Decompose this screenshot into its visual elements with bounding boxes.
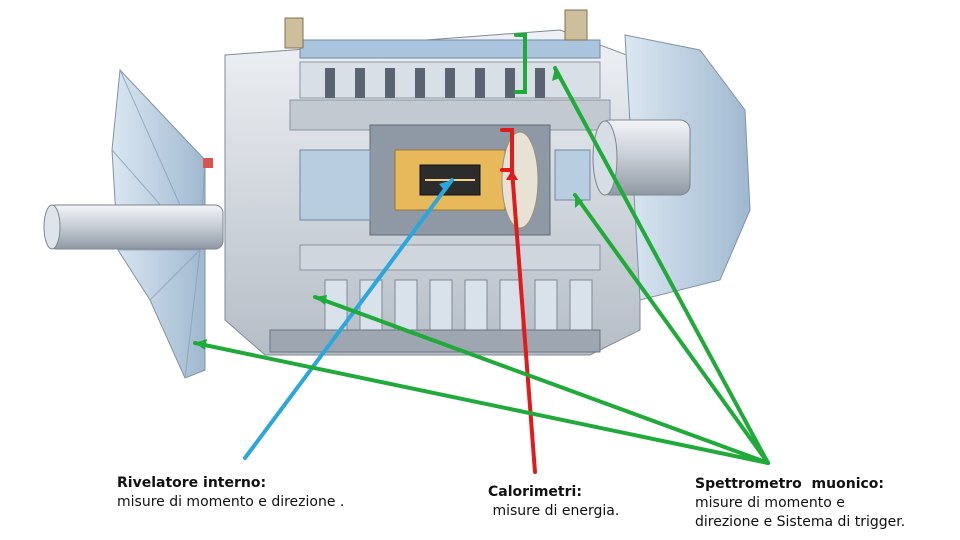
inner-detector-title: Rivelatore interno: [117,475,267,491]
muon-bracket [514,33,527,94]
muon-spectrometer-caption: Spettrometro muonico: misure di momento … [695,475,955,532]
calorimeter-bracket [500,128,514,172]
muon-pointer-wheel [193,341,770,465]
calorimeter-description: misure di energia. [488,503,620,519]
muon-pointer-top [553,66,770,465]
calorimeter-pointer [510,168,537,474]
inner-detector-caption: Rivelatore interno: misure di momento e … [117,474,417,512]
right-endcap-wheel [592,34,751,301]
calorimeter-caption: Calorimetri: misure di energia. [488,483,668,521]
beam-pipe-left [43,204,224,250]
muon-spectrometer-description-line2: direzione e Sistema di trigger. [695,514,906,530]
calorimeter-title: Calorimetri: [488,484,582,500]
beam-marker [203,158,213,168]
inner-detector-pointer [243,178,454,460]
inner-detector-description: misure di momento e direzione . [117,494,345,510]
muon-spectrometer-title: Spettrometro muonico: [695,476,885,492]
muon-spectrometer-description-line1: misure di momento e [695,495,845,511]
muon-pointer-side [573,193,770,465]
barrel-body [224,9,641,356]
pointers [193,33,770,474]
muon-pointer-bottom [313,295,770,465]
